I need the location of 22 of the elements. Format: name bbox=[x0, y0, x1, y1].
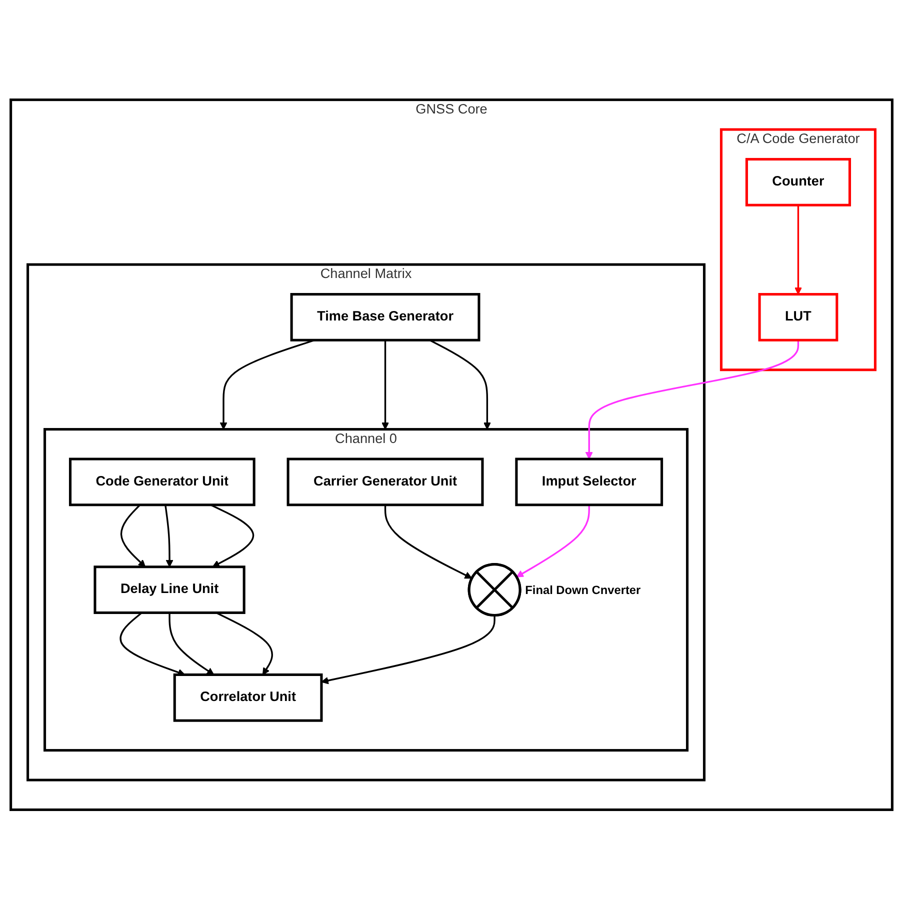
node-box: Delay Line Unit bbox=[94, 565, 246, 614]
arrow bbox=[321, 615, 496, 684]
node-box: LUT bbox=[758, 292, 838, 342]
arrow bbox=[429, 339, 491, 430]
arrow bbox=[382, 340, 389, 430]
node-caption: Final Down Cnverter bbox=[525, 582, 641, 597]
arrow bbox=[220, 339, 316, 430]
arrow bbox=[216, 612, 273, 675]
node-box: Code Generator Unit bbox=[68, 457, 256, 506]
node-box: Counter bbox=[745, 158, 851, 206]
arrow bbox=[168, 612, 214, 675]
node-box: Imput Selector bbox=[515, 457, 664, 506]
arrow bbox=[794, 204, 802, 294]
arrow bbox=[516, 504, 590, 578]
node-box: Time Base Generator bbox=[290, 292, 480, 342]
arrow bbox=[384, 504, 472, 578]
arrow bbox=[585, 340, 800, 460]
arrow bbox=[210, 504, 254, 567]
arrow bbox=[120, 504, 146, 567]
node-box: Carrier Generator Unit bbox=[286, 457, 484, 506]
arrow bbox=[164, 504, 174, 567]
node-box: Correlator Unit bbox=[173, 673, 323, 722]
